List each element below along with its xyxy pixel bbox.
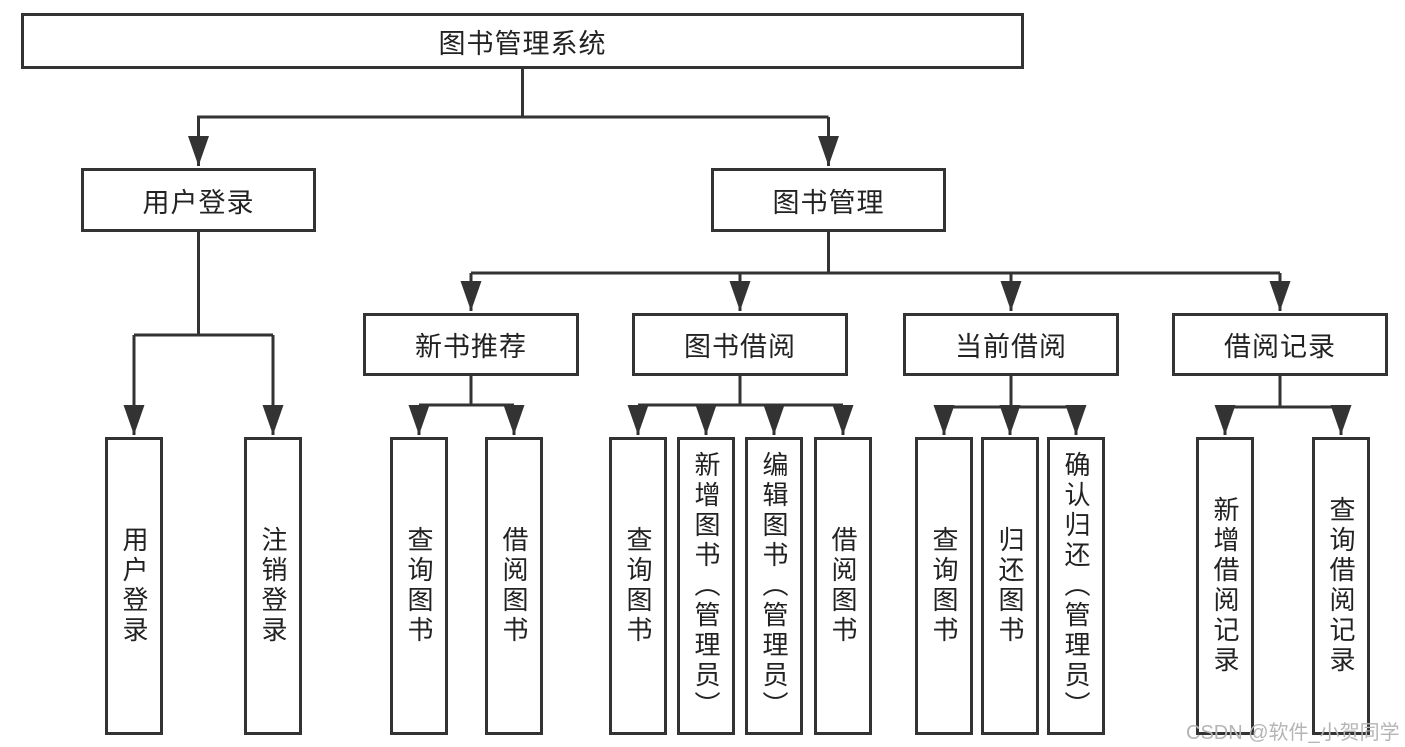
node-book-borrowing: 图书借阅 — [632, 313, 848, 376]
leaf-confirm-return-admin: 确认归还（管理员） — [1047, 437, 1105, 735]
leaf-user-login: 用户登录 — [105, 437, 163, 735]
node-user-login: 用户登录 — [81, 168, 316, 232]
node-current-borrowing: 当前借阅 — [903, 313, 1119, 376]
leaf-query-borrow-record: 查询借阅记录 — [1312, 437, 1370, 735]
node-book-management: 图书管理 — [711, 168, 946, 232]
node-borrow-records: 借阅记录 — [1172, 313, 1388, 376]
leaf-add-books-admin: 新增图书（管理员） — [677, 437, 735, 735]
leaf-query-books-borrow: 查询图书 — [609, 437, 667, 735]
leaf-logout: 注销登录 — [244, 437, 302, 735]
leaf-query-books-recommend: 查询图书 — [390, 437, 448, 735]
watermark: CSDN @软件_小贺同学 — [1186, 722, 1400, 744]
node-new-book-recommend: 新书推荐 — [363, 313, 579, 376]
node-library-management-system: 图书管理系统 — [21, 13, 1024, 69]
leaf-return-books: 归还图书 — [981, 437, 1039, 735]
leaf-query-books-current: 查询图书 — [915, 437, 973, 735]
leaf-edit-books-admin: 编辑图书（管理员） — [745, 437, 803, 735]
leaf-add-borrow-record: 新增借阅记录 — [1196, 437, 1254, 735]
leaf-borrow-books-recommend: 借阅图书 — [485, 437, 543, 735]
leaf-borrow-books: 借阅图书 — [814, 437, 872, 735]
